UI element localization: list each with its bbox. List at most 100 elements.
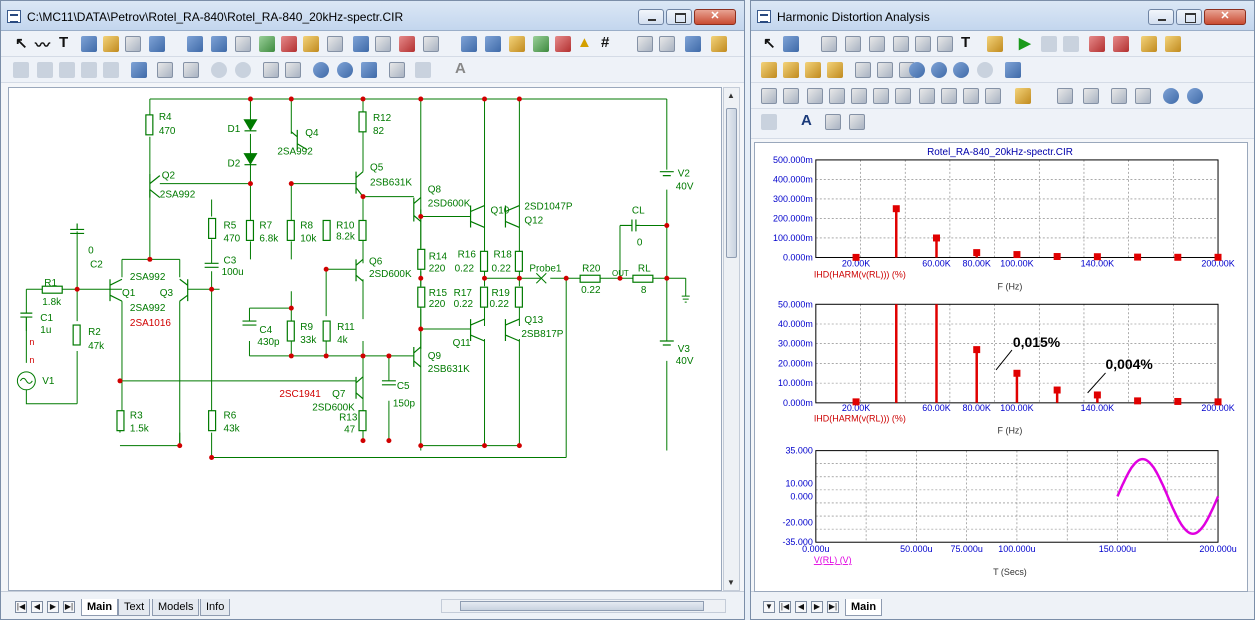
tile-icon[interactable]: [1165, 36, 1181, 52]
print-icon[interactable]: [389, 62, 405, 78]
stop-run-icon[interactable]: [1041, 36, 1057, 52]
mirror-icon[interactable]: [81, 62, 97, 78]
ungroup-icon[interactable]: [285, 62, 301, 78]
scroll-down-icon[interactable]: ▼: [727, 578, 735, 587]
tab-main[interactable]: Main: [81, 599, 119, 616]
prev-page-icon[interactable]: ◀: [31, 601, 43, 613]
window-icon[interactable]: [1141, 36, 1157, 52]
scale-icon[interactable]: [1089, 36, 1105, 52]
global-low-icon[interactable]: [941, 88, 957, 104]
dimension-icon[interactable]: [555, 36, 571, 52]
cursor-mode-icon[interactable]: [845, 36, 861, 52]
pause-icon[interactable]: [1063, 36, 1079, 52]
plot-area[interactable]: Rotel_RA-840_20kHz-spectr.CIR 0.000m100.…: [754, 142, 1248, 592]
wire-icon[interactable]: 〰: [35, 37, 51, 54]
last-page-icon[interactable]: ▶|: [63, 601, 75, 613]
analysis-prev-icon[interactable]: ◀: [795, 601, 807, 613]
clipboard-icon[interactable]: [1015, 88, 1031, 104]
analysis-font-icon[interactable]: A: [801, 112, 812, 129]
flip-y-icon[interactable]: [485, 36, 501, 52]
inflection-icon[interactable]: [895, 88, 911, 104]
scroll-thumb[interactable]: [726, 108, 737, 258]
lightning-icon[interactable]: [509, 36, 525, 52]
analysis-zoom-out-icon[interactable]: [1187, 88, 1203, 104]
flip-icon[interactable]: [103, 62, 119, 78]
attributes-icon[interactable]: [327, 36, 343, 52]
formula-icon[interactable]: [937, 36, 953, 52]
bottom-icon[interactable]: [985, 88, 1001, 104]
region-icon[interactable]: [13, 62, 29, 78]
schematic-canvas[interactable]: R4 470 D1 D2 Q4 2SA992 R12 82 Q2 2SA992 …: [8, 87, 722, 591]
node-voltage-icon[interactable]: [375, 36, 391, 52]
plot-properties-icon[interactable]: [821, 36, 837, 52]
select-arrow-icon[interactable]: ↖: [15, 35, 28, 52]
rect-icon[interactable]: [37, 62, 53, 78]
analysis-scroll-icon[interactable]: ▼: [763, 601, 775, 613]
page-icon[interactable]: [637, 36, 653, 52]
zoom-fit-icon[interactable]: [361, 62, 377, 78]
analysis-tab-main[interactable]: Main: [845, 599, 883, 616]
select-icon[interactable]: ↖: [763, 35, 776, 52]
layout-2-icon[interactable]: [783, 62, 799, 78]
cursor-left-icon[interactable]: [761, 88, 777, 104]
analysis-close-button[interactable]: [1204, 9, 1246, 25]
maximize-button[interactable]: [666, 9, 692, 25]
flag-icon[interactable]: [187, 36, 203, 52]
first-page-icon[interactable]: |◀: [15, 601, 27, 613]
check-icon[interactable]: [533, 36, 549, 52]
schematic-horizontal-scrollbar[interactable]: [441, 599, 726, 613]
draw-line-icon[interactable]: [81, 36, 97, 52]
scroll-up-icon[interactable]: ▲: [727, 91, 735, 100]
copy-icon[interactable]: [157, 62, 173, 78]
align-grid-icon[interactable]: [761, 114, 777, 130]
help-icon[interactable]: [235, 36, 251, 52]
binoculars-icon[interactable]: [131, 62, 147, 78]
layout-1-icon[interactable]: [761, 62, 777, 78]
analysis-maximize-button[interactable]: [1176, 9, 1202, 25]
split-v-icon[interactable]: [877, 62, 893, 78]
component-icon[interactable]: [125, 36, 141, 52]
fit-x-icon[interactable]: [1111, 88, 1127, 104]
window-layout-icon[interactable]: [685, 36, 701, 52]
close-button[interactable]: [694, 9, 736, 25]
edit-icon[interactable]: [1005, 62, 1021, 78]
rotate-icon[interactable]: [59, 62, 75, 78]
cursor-right-icon[interactable]: [783, 88, 799, 104]
macro-icon[interactable]: [149, 36, 165, 52]
analysis-props-icon[interactable]: [987, 36, 1003, 52]
analysis-last-icon[interactable]: ▶|: [827, 601, 839, 613]
properties-icon[interactable]: [711, 36, 727, 52]
power-icon[interactable]: [423, 36, 439, 52]
info-icon[interactable]: [211, 36, 227, 52]
analysis-titlebar[interactable]: Harmonic Distortion Analysis: [751, 1, 1254, 31]
current-icon[interactable]: [399, 36, 415, 52]
flip-x-icon[interactable]: [461, 36, 477, 52]
find-icon[interactable]: [259, 36, 275, 52]
paste-icon[interactable]: [183, 62, 199, 78]
analysis-first-icon[interactable]: |◀: [779, 601, 791, 613]
analysis-ungroup-icon[interactable]: [849, 114, 865, 130]
node-numbers-icon[interactable]: [303, 36, 319, 52]
pencil-icon[interactable]: [103, 36, 119, 52]
magnify-icon[interactable]: [909, 62, 925, 78]
analysis-zoom-in-icon[interactable]: [1163, 88, 1179, 104]
warning-icon[interactable]: ▲: [577, 34, 592, 51]
scope-icon[interactable]: [783, 36, 799, 52]
low-icon[interactable]: [873, 88, 889, 104]
slope-icon[interactable]: [915, 36, 931, 52]
group-icon[interactable]: [263, 62, 279, 78]
tab-info[interactable]: Info: [200, 599, 231, 616]
align-icon[interactable]: [415, 62, 431, 78]
tag-icon[interactable]: [869, 36, 885, 52]
stop-icon[interactable]: [211, 62, 227, 78]
top-icon[interactable]: [963, 88, 979, 104]
schematic-vertical-scrollbar[interactable]: ▲ ▼: [723, 87, 740, 591]
analysis-text-icon[interactable]: T: [961, 34, 971, 51]
grid-icon[interactable]: #: [601, 34, 610, 51]
split-h-icon[interactable]: [855, 62, 871, 78]
magnify-y-icon[interactable]: [953, 62, 969, 78]
numeric-icon[interactable]: [1083, 88, 1099, 104]
pin-names-icon[interactable]: [353, 36, 369, 52]
zoom-out-icon[interactable]: [337, 62, 353, 78]
valley-find-icon[interactable]: [829, 88, 845, 104]
